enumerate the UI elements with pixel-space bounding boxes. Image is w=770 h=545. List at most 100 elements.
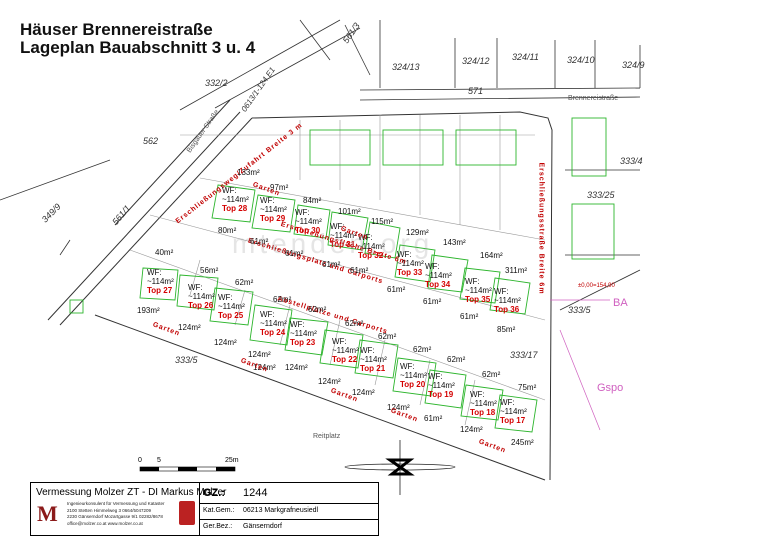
wf-value: ~114m² <box>428 381 455 390</box>
unit-top-28[interactable]: WF: ~114m² Top 28 <box>222 186 249 213</box>
parcel-label: 333/25 <box>587 190 615 200</box>
wf-label: WF: <box>358 233 373 242</box>
unit-number: Top 20 <box>400 380 426 389</box>
company-logo-icon: M <box>37 501 58 526</box>
unit-top-19[interactable]: WF: ~114m² Top 19 <box>428 372 455 399</box>
unit-number: Top 29 <box>260 214 286 223</box>
wf-value: ~114m² <box>425 271 452 280</box>
gerbez-label: Ger.Bez.: <box>203 523 233 530</box>
unit-number: Top 31 <box>330 240 356 249</box>
unit-top-34[interactable]: WF: ~114m² Top 34 <box>425 262 452 289</box>
unit-number: Top 35 <box>465 295 491 304</box>
parcel-label: 333/5 <box>568 305 591 315</box>
area-label: 61m² <box>423 297 442 306</box>
parcel-label: 571 <box>468 86 484 96</box>
lot-lines <box>129 115 546 426</box>
unit-number: Top 27 <box>147 286 173 295</box>
wf-label: WF: <box>222 186 237 195</box>
area-label: 62m² <box>378 332 397 341</box>
unit-top-31[interactable]: WF: ~114m² Top 31 <box>330 222 357 249</box>
unit-top-18[interactable]: WF: ~114m² Top 18 <box>470 390 497 417</box>
area-label: 115m² <box>371 217 394 226</box>
company-address-1: 2100 Stetten Himmelweg 3 0664/5047209 <box>67 508 152 513</box>
unit-top-36[interactable]: WF: ~114m² Top 36 <box>494 287 521 314</box>
katgem-value: 06213 Markgrafneusiedl <box>243 507 319 514</box>
unit-top-23[interactable]: WF: ~114m² Top 23 <box>290 320 317 347</box>
area-label: 311m² <box>505 266 528 275</box>
unit-top-25[interactable]: WF: ~114m² Top 25 <box>218 293 245 320</box>
parcel-label: 333/4 <box>620 156 643 166</box>
unit-number: Top 18 <box>470 408 496 417</box>
wf-label: WF: <box>332 337 347 346</box>
area-label: 84m² <box>303 196 322 205</box>
unit-top-26[interactable]: WF: ~114m² Top 26 <box>188 283 215 310</box>
unit-top-17[interactable]: WF: ~114m² Top 17 <box>500 398 527 425</box>
wf-value: ~114m² <box>360 355 387 364</box>
divider <box>199 503 378 504</box>
house-outlines <box>69 117 615 433</box>
wf-label: WF: <box>218 293 233 302</box>
unit-number: Top 21 <box>360 364 386 373</box>
wf-label: WF: <box>428 372 443 381</box>
parcel-label: 324/10 <box>567 55 595 65</box>
unit-number: Top 33 <box>397 268 423 277</box>
unit-top-33[interactable]: WF: ~114m² Top 33 <box>397 250 424 277</box>
company-name: Vermessung Molzer ZT - DI Markus Molzer <box>36 487 227 498</box>
unit-number: Top 17 <box>500 416 526 425</box>
unit-number: Top 24 <box>260 328 286 337</box>
gz-label: GZ.: <box>203 487 225 499</box>
area-label: 133m² <box>237 168 260 177</box>
wf-label: WF: <box>147 268 162 277</box>
area-label: 124m² <box>318 377 341 386</box>
annotation-ba: BA <box>613 297 628 309</box>
divider <box>199 483 200 535</box>
wf-label: WF: <box>465 277 480 286</box>
wf-value: ~114m² <box>290 329 317 338</box>
unit-top-27[interactable]: WF: ~114m² Top 27 <box>147 268 174 295</box>
area-label: 75m² <box>518 383 537 392</box>
unit-top-24[interactable]: WF: ~114m² Top 24 <box>260 310 287 337</box>
wf-label: WF: <box>397 250 412 259</box>
area-label: 40m² <box>155 248 174 257</box>
gz-value: 1244 <box>243 487 268 499</box>
wf-label: WF: <box>295 208 310 217</box>
unit-top-35[interactable]: WF: ~114m² Top 35 <box>465 277 492 304</box>
area-label: 80m² <box>218 226 237 235</box>
parcel-label: 562 <box>143 136 159 146</box>
wf-value: ~114m² <box>470 399 497 408</box>
gerbez-value: Gänserndorf <box>243 523 282 530</box>
area-label: 124m² <box>460 425 483 434</box>
area-label: 61m² <box>250 237 269 246</box>
area-label: 143m² <box>443 238 466 247</box>
annotation-lines <box>550 299 610 431</box>
wf-value: ~114m² <box>260 319 287 328</box>
unit-top-22[interactable]: WF: ~114m² Top 22 <box>332 337 359 364</box>
site-boundary <box>47 99 553 481</box>
area-label: 124m² <box>214 338 237 347</box>
area-label: 245m² <box>511 438 534 447</box>
unit-top-20[interactable]: WF: ~114m² Top 20 <box>400 362 427 389</box>
area-label: 62m² <box>482 370 501 379</box>
area-label: 85m² <box>497 325 516 334</box>
street-brennereistrasse: Brennereistraße <box>568 95 619 102</box>
wf-label: WF: <box>188 283 203 292</box>
area-label: 124m² <box>248 350 271 359</box>
unit-top-32[interactable]: WF: ~114m² Top 32 <box>358 233 385 260</box>
austria-crest-icon <box>179 501 195 525</box>
wf-label: WF: <box>260 196 275 205</box>
map-title-line2: Lageplan Bauabschnitt 3 u. 4 <box>20 38 256 57</box>
wf-value: ~114m² <box>358 242 385 251</box>
area-label: 56m² <box>200 266 219 275</box>
wf-label: WF: <box>260 310 275 319</box>
scale-label-5: 5 <box>157 457 161 464</box>
area-label: 61m² <box>350 266 369 275</box>
unit-top-30[interactable]: WF: ~114m² Top 30 <box>295 208 322 235</box>
unit-number: Top 26 <box>188 301 214 310</box>
unit-top-29[interactable]: WF: ~114m² Top 29 <box>260 196 287 223</box>
scale-label-0: 0 <box>138 457 142 464</box>
unit-top-21[interactable]: WF: ~114m² Top 21 <box>360 346 387 373</box>
wf-label: WF: <box>425 262 440 271</box>
wf-label: WF: <box>494 287 509 296</box>
area-label: 124m² <box>253 363 276 372</box>
unit-number: Top 22 <box>332 355 358 364</box>
